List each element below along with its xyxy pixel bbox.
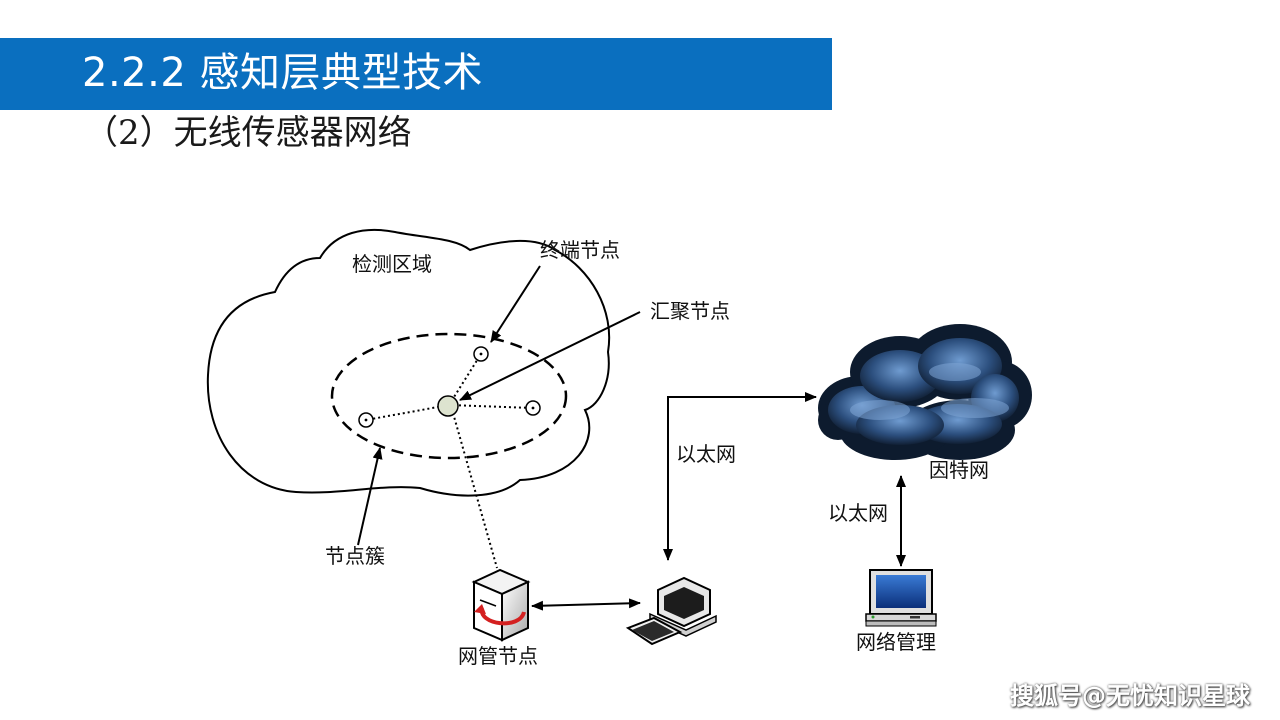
computer-icon — [625, 576, 717, 646]
internet-cloud — [818, 324, 1032, 460]
detection-area-boundary — [206, 228, 611, 497]
link-sink-terminal-right — [448, 404, 534, 409]
label-ethernet-right: 以太网 — [828, 501, 888, 525]
gateway-server-icon — [471, 568, 531, 642]
page-title: 2.2.2 感知层典型技术 — [82, 50, 483, 96]
terminal-node-top — [473, 346, 489, 362]
network-management-monitor-icon — [865, 569, 937, 627]
arrow-node-cluster — [357, 447, 383, 546]
label-network-management: 网络管理 — [856, 630, 936, 654]
label-detection-area: 检测区域 — [352, 252, 432, 276]
arrow-terminal-node — [490, 265, 541, 343]
watermark: 搜狐号@无忧知识星球 — [1010, 682, 1250, 710]
label-ethernet-left: 以太网 — [676, 442, 736, 466]
label-gateway-node: 网管节点 — [458, 644, 538, 668]
label-internet: 因特网 — [929, 458, 989, 482]
link-gateway-computer — [531, 598, 641, 611]
terminal-node-left — [358, 412, 374, 428]
node-cluster-boundary — [330, 332, 568, 460]
link-sink-terminal-left — [365, 404, 450, 421]
terminal-node-right — [525, 400, 541, 416]
cluster-links — [365, 353, 534, 569]
label-node-cluster: 节点簇 — [325, 544, 385, 568]
arrow-sink-node — [459, 311, 641, 401]
link-sink-gateway — [452, 412, 498, 569]
title-bar — [0, 38, 832, 110]
link-sink-terminal-top — [448, 353, 482, 406]
label-terminal-node: 终端节点 — [540, 238, 620, 262]
page-subtitle: （2）无线传感器网络 — [84, 113, 412, 153]
label-sink-node: 汇聚节点 — [650, 299, 730, 323]
ethernet-link-left — [663, 392, 817, 561]
sink-node — [437, 395, 459, 417]
